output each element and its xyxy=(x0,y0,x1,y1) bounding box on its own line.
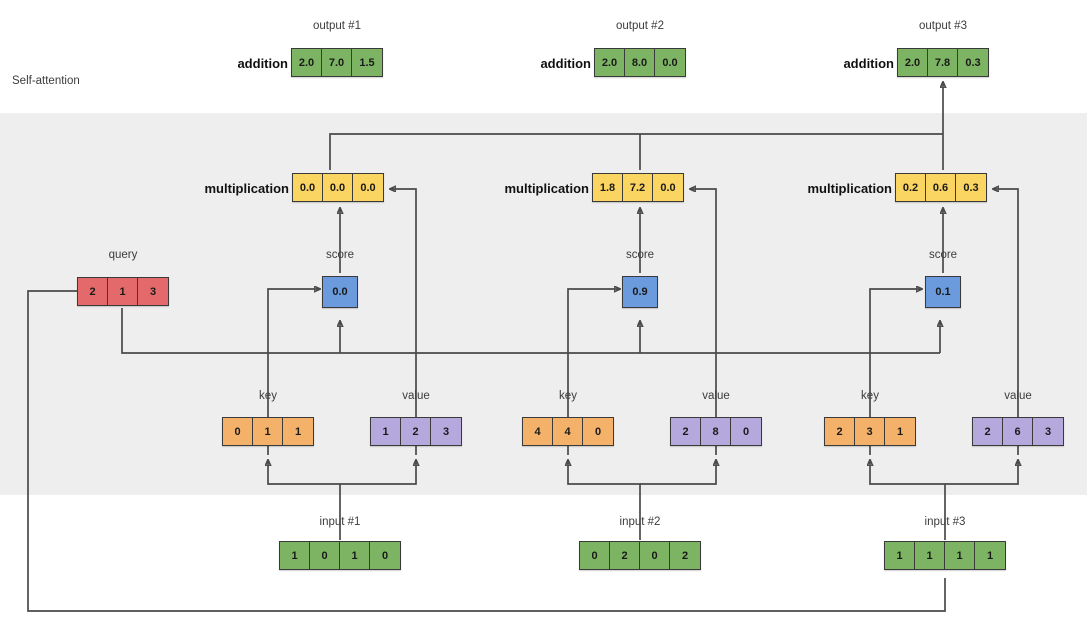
score-cell: 0.9 xyxy=(623,277,657,307)
addition-label-1: addition xyxy=(237,56,288,71)
key-cell: 0 xyxy=(583,418,613,445)
output-caption-1: output #1 xyxy=(313,20,361,32)
key-cell: 2 xyxy=(825,418,855,445)
output-cell: 7.0 xyxy=(322,49,352,76)
input-vector-1: 1 0 1 0 xyxy=(279,541,401,570)
value-cell: 8 xyxy=(701,418,731,445)
score-box-2: 0.9 xyxy=(622,276,658,308)
score-box-3: 0.1 xyxy=(925,276,961,308)
input-caption-3: input #3 xyxy=(924,516,966,528)
value-caption-3: value xyxy=(1004,390,1032,402)
key-caption-3: key xyxy=(861,390,879,402)
output-cell: 7.8 xyxy=(928,49,958,76)
score-caption-2: score xyxy=(625,249,655,261)
input-caption-1: input #1 xyxy=(319,516,361,528)
output-cell: 8.0 xyxy=(625,49,655,76)
query-cell: 1 xyxy=(108,278,138,305)
multiplication-cell: 0.0 xyxy=(353,174,383,201)
input-cell: 0 xyxy=(580,542,610,569)
value-caption-2: value xyxy=(702,390,730,402)
value-cell: 3 xyxy=(1033,418,1063,445)
input-cell: 2 xyxy=(670,542,700,569)
multiplication-vector-3: 0.2 0.6 0.3 xyxy=(895,173,987,202)
output-cell: 2.0 xyxy=(595,49,625,76)
input-cell: 0 xyxy=(310,542,340,569)
multiplication-cell: 0.6 xyxy=(926,174,956,201)
value-cell: 1 xyxy=(371,418,401,445)
value-vector-3: 2 6 3 xyxy=(972,417,1064,446)
input-vector-2: 0 2 0 2 xyxy=(579,541,701,570)
section-label-self-attention: Self-attention xyxy=(12,75,80,87)
key-vector-2: 4 4 0 xyxy=(522,417,614,446)
value-vector-2: 2 8 0 xyxy=(670,417,762,446)
key-cell: 0 xyxy=(223,418,253,445)
value-cell: 3 xyxy=(431,418,461,445)
multiplication-cell: 0.0 xyxy=(323,174,353,201)
multiplication-vector-1: 0.0 0.0 0.0 xyxy=(292,173,384,202)
value-cell: 2 xyxy=(973,418,1003,445)
output-vector-3: 2.0 7.8 0.3 xyxy=(897,48,989,77)
input-vector-3: 1 1 1 1 xyxy=(884,541,1006,570)
multiplication-label-3: multiplication xyxy=(807,181,893,196)
output-cell: 1.5 xyxy=(352,49,382,76)
key-cell: 1 xyxy=(253,418,283,445)
output-cell: 0.0 xyxy=(655,49,685,76)
key-cell: 3 xyxy=(855,418,885,445)
key-caption-2: key xyxy=(559,390,577,402)
input-cell: 1 xyxy=(945,542,975,569)
input-caption-2: input #2 xyxy=(619,516,661,528)
query-vector: 2 1 3 xyxy=(77,277,169,306)
score-caption-3: score xyxy=(928,249,958,261)
input-cell: 2 xyxy=(610,542,640,569)
multiplication-label-2: multiplication xyxy=(504,181,590,196)
multiplication-cell: 0.2 xyxy=(896,174,926,201)
score-box-1: 0.0 xyxy=(322,276,358,308)
key-cell: 4 xyxy=(553,418,583,445)
value-caption-1: value xyxy=(402,390,430,402)
value-cell: 0 xyxy=(731,418,761,445)
output-cell: 2.0 xyxy=(898,49,928,76)
multiplication-vector-2: 1.8 7.2 0.0 xyxy=(592,173,684,202)
score-caption-1: score xyxy=(325,249,355,261)
value-vector-1: 1 2 3 xyxy=(370,417,462,446)
multiplication-cell: 0.3 xyxy=(956,174,986,201)
multiplication-cell: 1.8 xyxy=(593,174,623,201)
key-vector-3: 2 3 1 xyxy=(824,417,916,446)
output-cell: 0.3 xyxy=(958,49,988,76)
value-cell: 2 xyxy=(401,418,431,445)
query-cell: 3 xyxy=(138,278,168,305)
key-cell: 1 xyxy=(283,418,313,445)
query-caption: query xyxy=(108,249,138,261)
output-cell: 2.0 xyxy=(292,49,322,76)
input-cell: 1 xyxy=(915,542,945,569)
multiplication-cell: 0.0 xyxy=(653,174,683,201)
addition-label-2: addition xyxy=(540,56,591,71)
input-cell: 0 xyxy=(640,542,670,569)
addition-label-3: addition xyxy=(843,56,894,71)
multiplication-cell: 0.0 xyxy=(293,174,323,201)
output-caption-2: output #2 xyxy=(616,20,664,32)
value-cell: 2 xyxy=(671,418,701,445)
key-caption-1: key xyxy=(259,390,277,402)
input-cell: 0 xyxy=(370,542,400,569)
output-caption-3: output #3 xyxy=(919,20,967,32)
query-cell: 2 xyxy=(78,278,108,305)
input-cell: 1 xyxy=(885,542,915,569)
multiplication-label-1: multiplication xyxy=(204,181,290,196)
score-cell: 0.1 xyxy=(926,277,960,307)
input-cell: 1 xyxy=(340,542,370,569)
key-cell: 4 xyxy=(523,418,553,445)
score-cell: 0.0 xyxy=(323,277,357,307)
key-vector-1: 0 1 1 xyxy=(222,417,314,446)
key-cell: 1 xyxy=(885,418,915,445)
input-cell: 1 xyxy=(975,542,1005,569)
output-vector-2: 2.0 8.0 0.0 xyxy=(594,48,686,77)
output-vector-1: 2.0 7.0 1.5 xyxy=(291,48,383,77)
multiplication-cell: 7.2 xyxy=(623,174,653,201)
value-cell: 6 xyxy=(1003,418,1033,445)
input-cell: 1 xyxy=(280,542,310,569)
